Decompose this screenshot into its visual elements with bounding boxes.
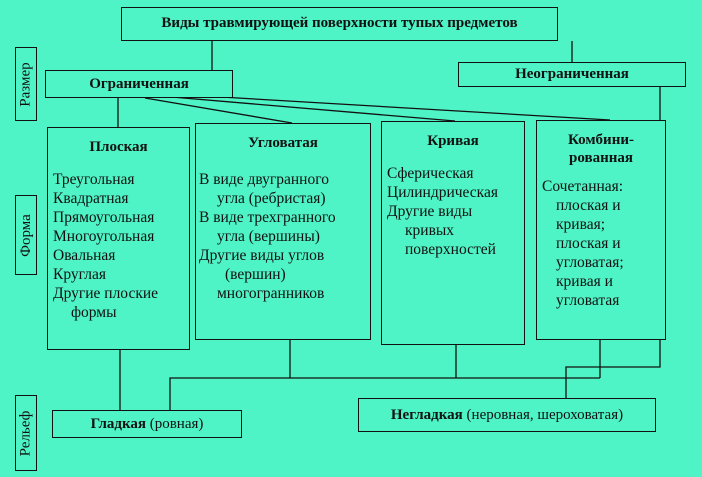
list-item: (вершин) [225, 266, 286, 283]
list-item: многогранников [217, 285, 325, 302]
side-label-relief: Рельеф [15, 395, 37, 471]
title-text: Виды травмирующей поверхности тупых пред… [161, 15, 518, 31]
list-item: угловатая; [556, 254, 624, 271]
form-angular-list: В виде двугранного угла (ребристая) В ви… [196, 170, 370, 303]
form-combined-list: Сочетанная: плоская и кривая; плоская и … [537, 177, 665, 310]
relief-rough-bold: Негладкая [390, 407, 463, 423]
form-curved-box: Кривая Сферическая Цилиндрическая Другие… [381, 121, 525, 345]
heading-line: рованная [569, 150, 633, 166]
relief-smooth-bold: Гладкая [90, 416, 146, 432]
form-combined-box: Комбини- рованная Сочетанная: плоская и … [536, 120, 666, 340]
list-item: Многоугольная [53, 228, 155, 245]
relief-smooth-rest: (ровная) [145, 416, 204, 432]
form-curved-heading: Кривая [427, 133, 479, 149]
form-curved-list: Сферическая Цилиндрическая Другие виды к… [382, 164, 524, 259]
list-item: Сферическая [387, 165, 474, 182]
list-item: Треугольная [53, 171, 135, 188]
form-combined-heading: Комбини- рованная [537, 131, 665, 167]
size-unlimited-box: Неограниченная [458, 62, 686, 87]
heading-line: Комбини- [568, 132, 634, 148]
list-item: В виде трехгранного [199, 209, 336, 226]
list-item: угла (вершины) [217, 228, 320, 245]
list-item: Круглая [53, 266, 106, 283]
list-item: кривая и [556, 273, 613, 290]
list-item: плоская и [556, 197, 621, 214]
relief-rough-rest: (неровная, шероховатая) [462, 407, 624, 423]
list-item: Прямоугольная [53, 209, 155, 226]
relief-label-text: Рельеф [17, 410, 34, 456]
list-item: поверхностей [405, 241, 496, 258]
form-flat-heading: Плоская [89, 139, 148, 155]
size-limited-box: Ограниченная [45, 70, 233, 98]
list-item: Другие плоские [53, 285, 159, 302]
list-item: Сочетанная: [542, 178, 624, 195]
side-label-size: Размер [15, 47, 37, 121]
list-item: Другие виды углов [199, 247, 325, 264]
form-angular-heading: Угловатая [248, 135, 318, 151]
list-item: В виде двугранного [199, 171, 329, 188]
list-item: плоская и [556, 235, 621, 252]
relief-rough-box: Негладкая (неровная, шероховатая) [358, 398, 656, 432]
form-angular-box: Угловатая В виде двугранного угла (ребри… [195, 123, 371, 340]
form-label-text: Форма [17, 213, 34, 257]
relief-smooth-box: Гладкая (ровная) [52, 410, 242, 438]
side-label-form: Форма [15, 195, 37, 275]
size-label-text: Размер [17, 61, 34, 107]
list-item: кривых [405, 222, 455, 239]
size-limited-text: Ограниченная [89, 76, 189, 92]
list-item: угловатая [556, 292, 620, 309]
diagram-title: Виды травмирующей поверхности тупых пред… [121, 7, 558, 41]
form-flat-list: Треугольная Квадратная Прямоугольная Мно… [48, 170, 189, 322]
list-item: Овальная [53, 247, 116, 264]
list-item: Квадратная [53, 190, 129, 207]
form-flat-box: Плоская Треугольная Квадратная Прямоугол… [47, 127, 190, 350]
list-item: Цилиндрическая [387, 184, 498, 201]
size-unlimited-text: Неограниченная [515, 66, 629, 82]
list-item: Другие виды [387, 203, 473, 220]
list-item: кривая; [556, 216, 606, 233]
list-item: формы [71, 304, 117, 321]
list-item: угла (ребристая) [217, 190, 326, 207]
